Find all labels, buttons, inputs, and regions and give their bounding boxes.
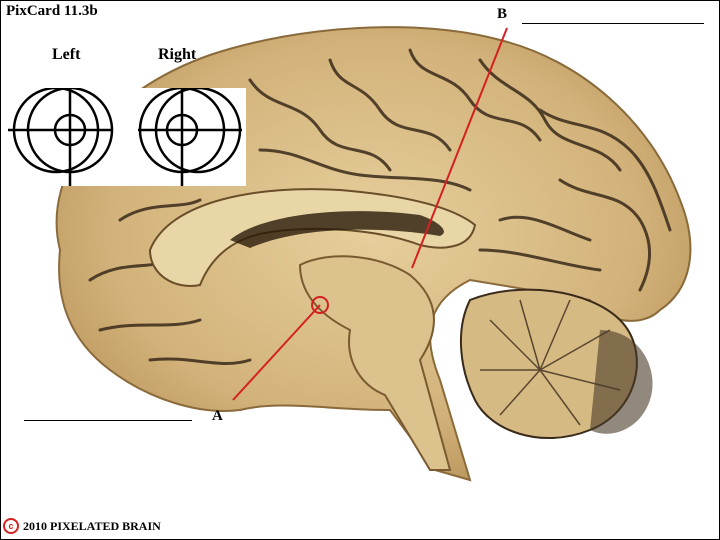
answer-line-b[interactable] [522,23,704,24]
right-target-icon [138,86,242,186]
copyright-icon: c [3,518,19,534]
label-a: A [212,408,223,424]
answer-line-a[interactable] [24,420,192,421]
pointer-circle-a [311,296,329,314]
pointer-line-b [411,27,508,269]
label-b: B [497,6,508,22]
left-target-icon [8,86,114,186]
left-heading: Left [52,46,81,63]
footer: c 2010 PIXELATED BRAIN [3,518,161,534]
target-panel [4,86,246,186]
card-title: PixCard 11.3b [6,3,98,19]
copyright-text: 2010 PIXELATED BRAIN [23,518,161,533]
right-heading: Right [158,46,197,63]
pointer-line-a [232,304,321,401]
